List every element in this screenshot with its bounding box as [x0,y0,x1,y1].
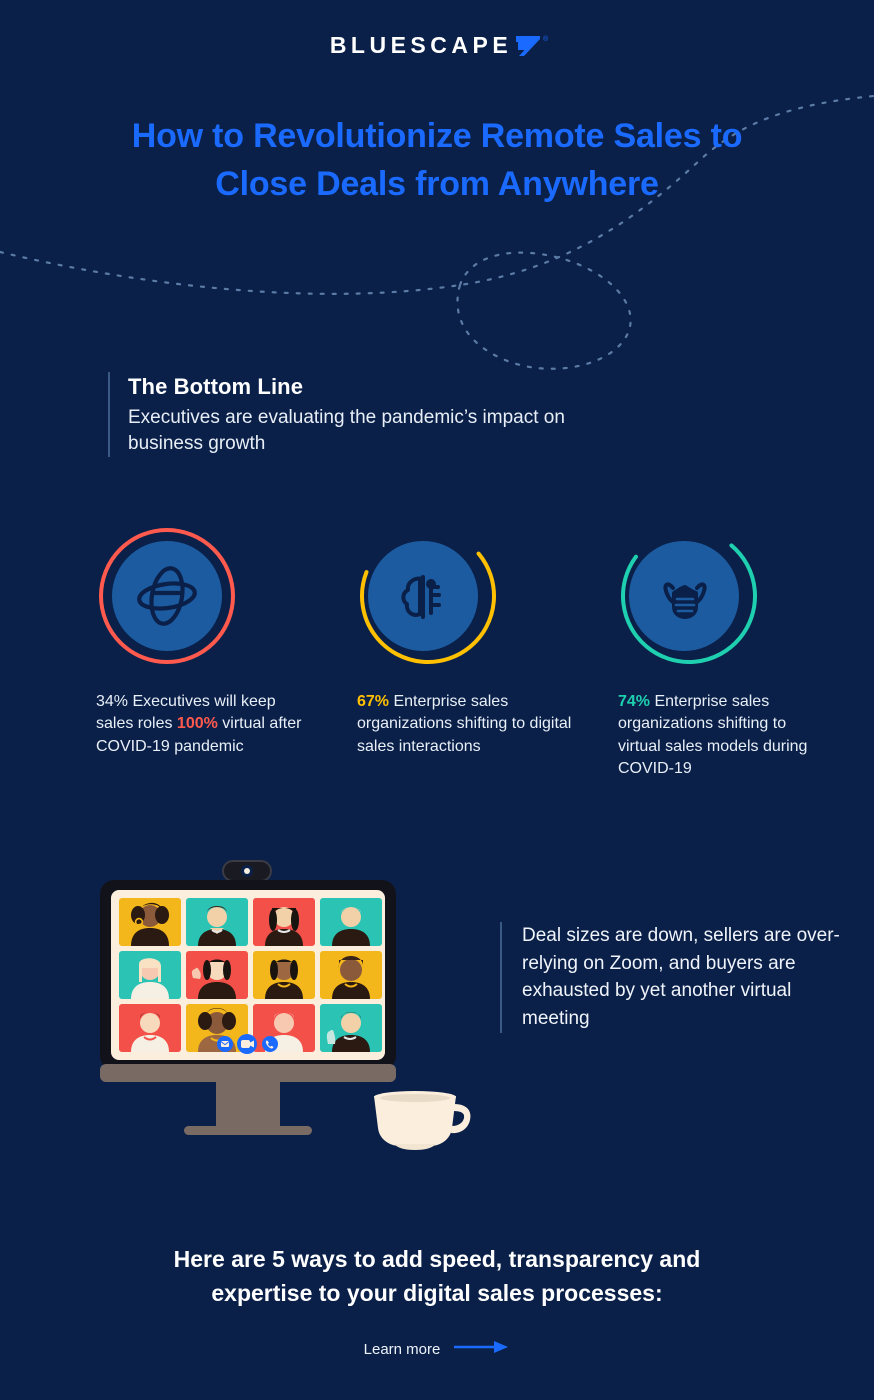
title-line-2: Close Deals from Anywhere [215,165,659,204]
participant-tile [119,1004,181,1052]
globe-orbit-icon [137,566,197,626]
cta-heading: Here are 5 ways to add speed, transparen… [107,1242,767,1310]
stat-caption-3: 74% Enterprise sales organizations shift… [618,691,833,781]
phone-icon[interactable] [262,1036,278,1052]
stat-caption-1-pre: 34% Executives will keep sales roles [96,693,276,733]
participant-tile [186,898,248,946]
arrow-right-icon [454,1340,510,1359]
stat-caption-1: 34% Executives will keep sales roles 100… [96,691,311,758]
stat-card-virtual-models: 74% Enterprise sales organizations shift… [618,525,874,781]
quote-text: Deal sizes are down, sellers are over-re… [500,922,860,1033]
video-camera-icon[interactable] [237,1034,257,1054]
stat-ring-1 [96,525,238,667]
participant-tile [320,951,382,999]
stat-highlight-1: 100% [176,715,218,733]
participant-tile [186,951,248,999]
face-mask-icon [663,582,707,619]
learn-more-label: Learn more [363,1341,441,1358]
coffee-cup-icon [372,1090,472,1157]
stat-caption-3-post: Enterprise sales organizations shifting … [618,693,808,778]
brand-logo[interactable]: BLUESCAPE ® [0,34,874,60]
page-title: How to Revolutionize Remote Sales to Clo… [50,112,824,209]
participant-tile [253,951,315,999]
brain-circuit-icon [401,575,441,619]
mail-icon[interactable] [217,1036,233,1052]
bluescape-triangle-mark-icon: ® [514,34,548,60]
bottom-line-heading: The Bottom Line [128,374,304,399]
participant-tile [253,898,315,946]
participant-tile [119,951,181,999]
brand-name: BLUESCAPE [329,32,513,58]
participant-grid [119,898,382,1052]
bottom-line-subtext: Executives are evaluating the pandemic’s… [128,406,565,454]
participant-tile [320,898,382,946]
stat-card-digital-sales: 67% Enterprise sales organizations shift… [357,525,627,758]
stat-caption-2: 67% Enterprise sales organizations shift… [357,691,572,758]
webcam-icon [222,860,272,882]
stat-ring-3 [618,525,760,667]
stat-highlight-3: 74% [618,693,651,710]
title-line-1: How to Revolutionize Remote Sales to [131,117,743,155]
stat-highlight-2: 67% [357,693,390,710]
stat-caption-2-post: Enterprise sales organizations shifting … [357,693,572,755]
video-conference-monitor [98,858,398,1148]
cta-line-1: Here are 5 ways to add speed, transparen… [173,1246,701,1272]
bottom-line-section: The Bottom Line Executives are evaluatin… [108,372,578,458]
participant-tile [119,898,181,946]
stat-ring-2 [357,525,499,667]
cta-line-2: expertise to your digital sales processe… [211,1280,663,1307]
learn-more-link[interactable]: Learn more [0,1340,874,1359]
stat-card-executives-virtual: 34% Executives will keep sales roles 100… [96,525,366,758]
participant-tile [320,1004,382,1052]
registered-trademark: ® [543,36,549,43]
stat-caption-1-post: virtual after COVID-19 pandemic [96,715,302,755]
